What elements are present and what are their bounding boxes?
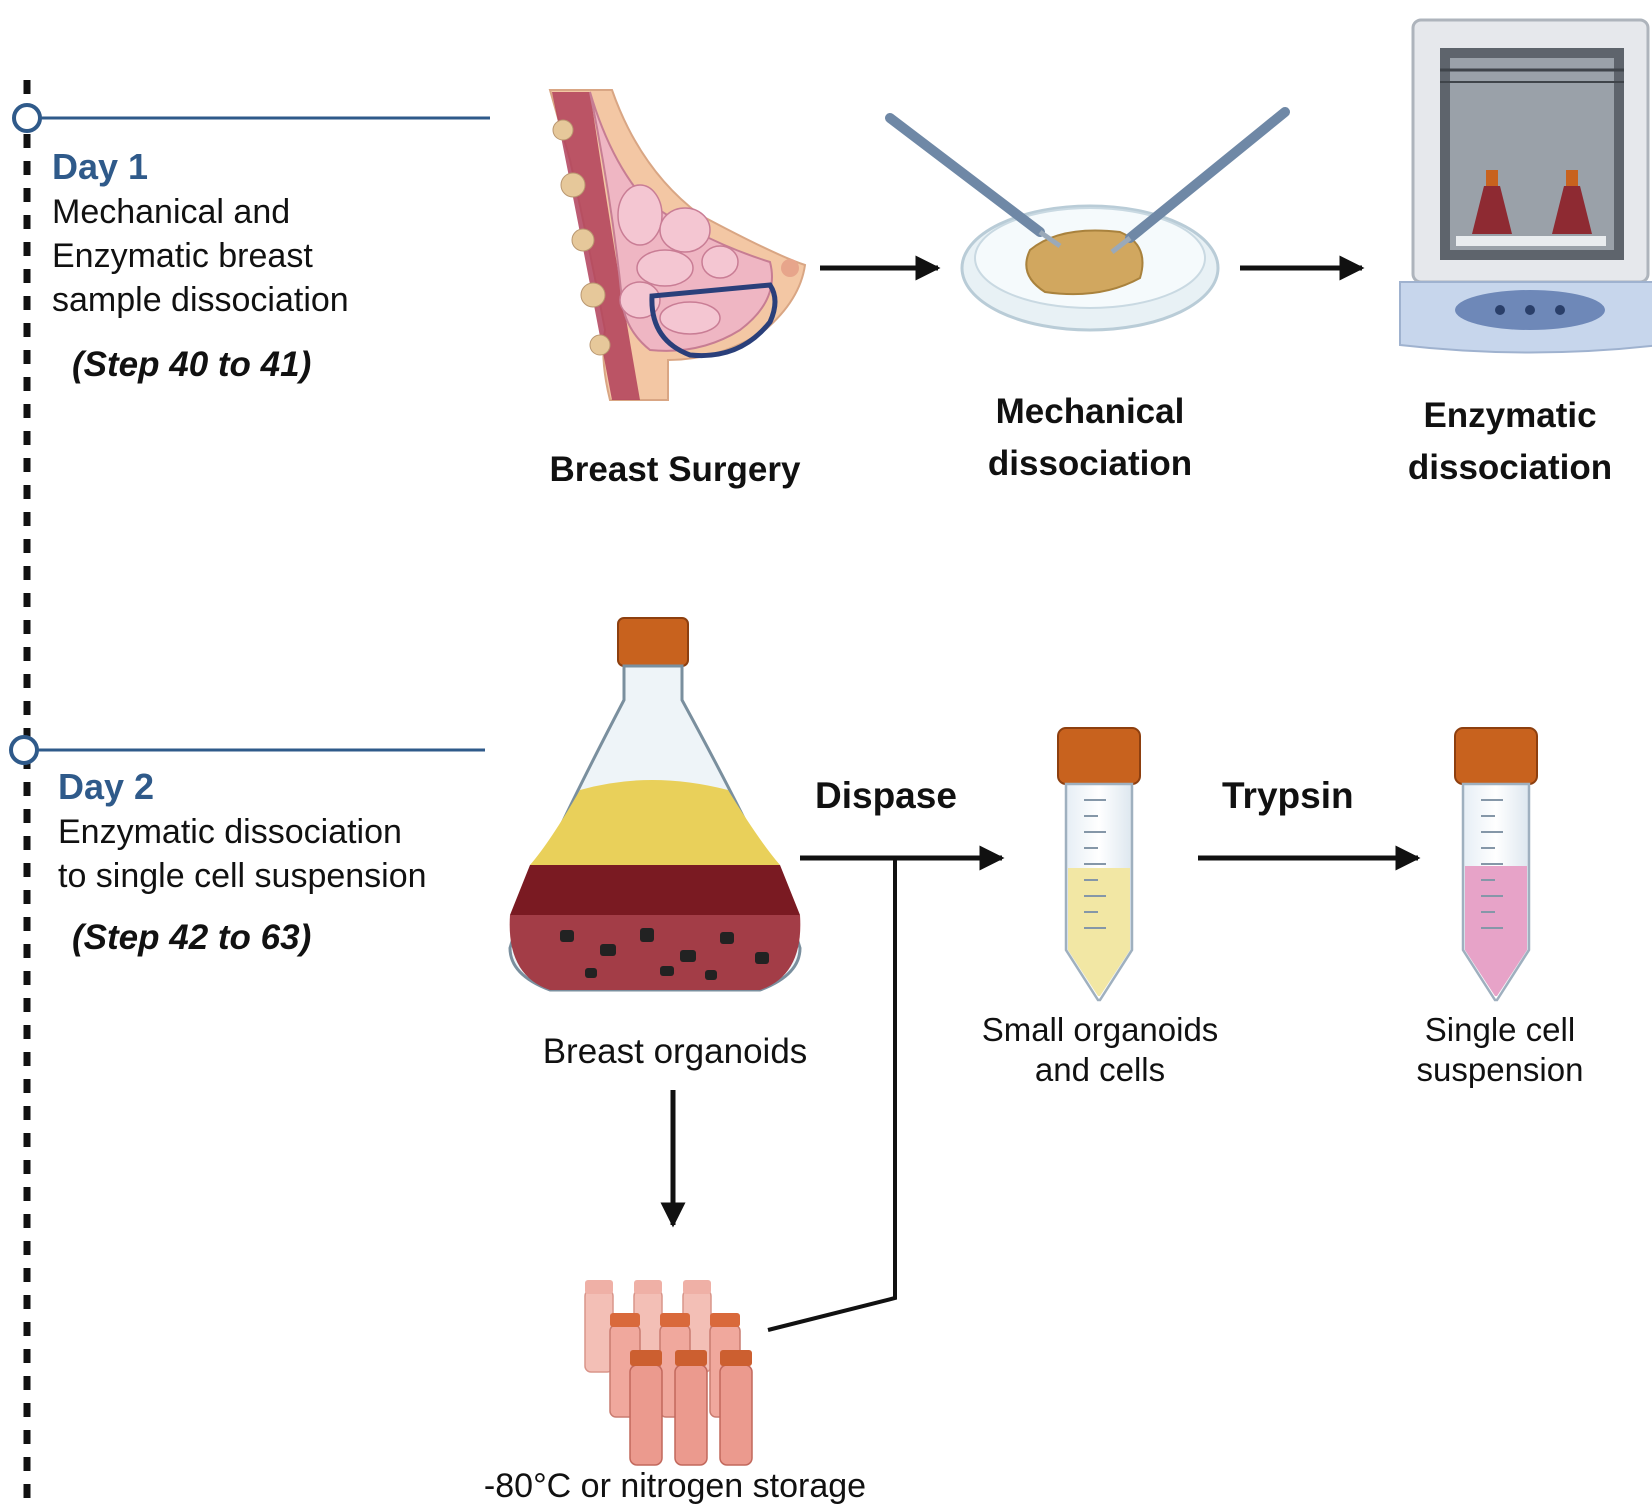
cryovials-icon: [584, 1280, 753, 1466]
day2-steps: (Step 42 to 63): [72, 918, 312, 957]
label-line: Mechanical: [995, 392, 1185, 431]
label-mechanical-dissociation: Mechanical dissociation: [930, 386, 1250, 490]
label-line: dissociation: [987, 444, 1193, 483]
label-line: dissociation: [1407, 448, 1613, 487]
label-line: Single cell: [1424, 1011, 1576, 1048]
label-line: Breast Surgery: [549, 450, 801, 489]
label-storage: -80°C or nitrogen storage: [470, 1466, 880, 1506]
day2-description-line: Enzymatic dissociation: [58, 813, 402, 851]
day1-marker-icon: [12, 103, 42, 133]
label-line: Enzymatic: [1423, 396, 1597, 435]
day1-description-line: sample dissociation: [52, 281, 349, 319]
label-enzymatic-dissociation: Enzymatic dissociation: [1370, 390, 1650, 494]
label-line: Small organoids: [981, 1011, 1219, 1048]
label-line: suspension: [1416, 1051, 1584, 1088]
day1-title: Day 1: [52, 146, 149, 187]
day1-steps: (Step 40 to 41): [72, 345, 312, 384]
conical-tube-pink-icon: [1454, 727, 1538, 1002]
day1-description-line: Mechanical and: [52, 193, 291, 231]
label-line: Breast organoids: [542, 1032, 808, 1071]
label-breast-organoids: Breast organoids: [515, 1032, 835, 1072]
petri-dish-scalpels-icon: [885, 107, 1290, 332]
label-single-cell-suspension: Single cell suspension: [1360, 1010, 1640, 1090]
storage-connector-line: [767, 858, 897, 1332]
conical-tube-yellow-icon: [1057, 727, 1141, 1002]
arrow-label-dispase: Dispase: [815, 775, 957, 816]
arrow-label-trypsin: Trypsin: [1222, 775, 1354, 816]
breast-anatomy-icon: [548, 89, 807, 401]
label-line: -80°C or nitrogen storage: [483, 1467, 867, 1505]
erlenmeyer-flask-icon: [508, 617, 802, 992]
day2-marker-icon: [9, 735, 39, 765]
timeline: [9, 80, 490, 1500]
day2-description-line: to single cell suspension: [58, 857, 427, 895]
day1-description: Mechanical and Enzymatic breast sample d…: [52, 190, 349, 322]
label-breast-surgery: Breast Surgery: [515, 444, 835, 496]
day2-title: Day 2: [58, 766, 155, 807]
incubator-shaker-icon: [1399, 18, 1652, 354]
label-small-organoids: Small organoids and cells: [960, 1010, 1240, 1090]
day2-description: Enzymatic dissociation to single cell su…: [58, 810, 427, 898]
day1-description-line: Enzymatic breast: [52, 237, 313, 275]
label-line: and cells: [1034, 1051, 1166, 1088]
